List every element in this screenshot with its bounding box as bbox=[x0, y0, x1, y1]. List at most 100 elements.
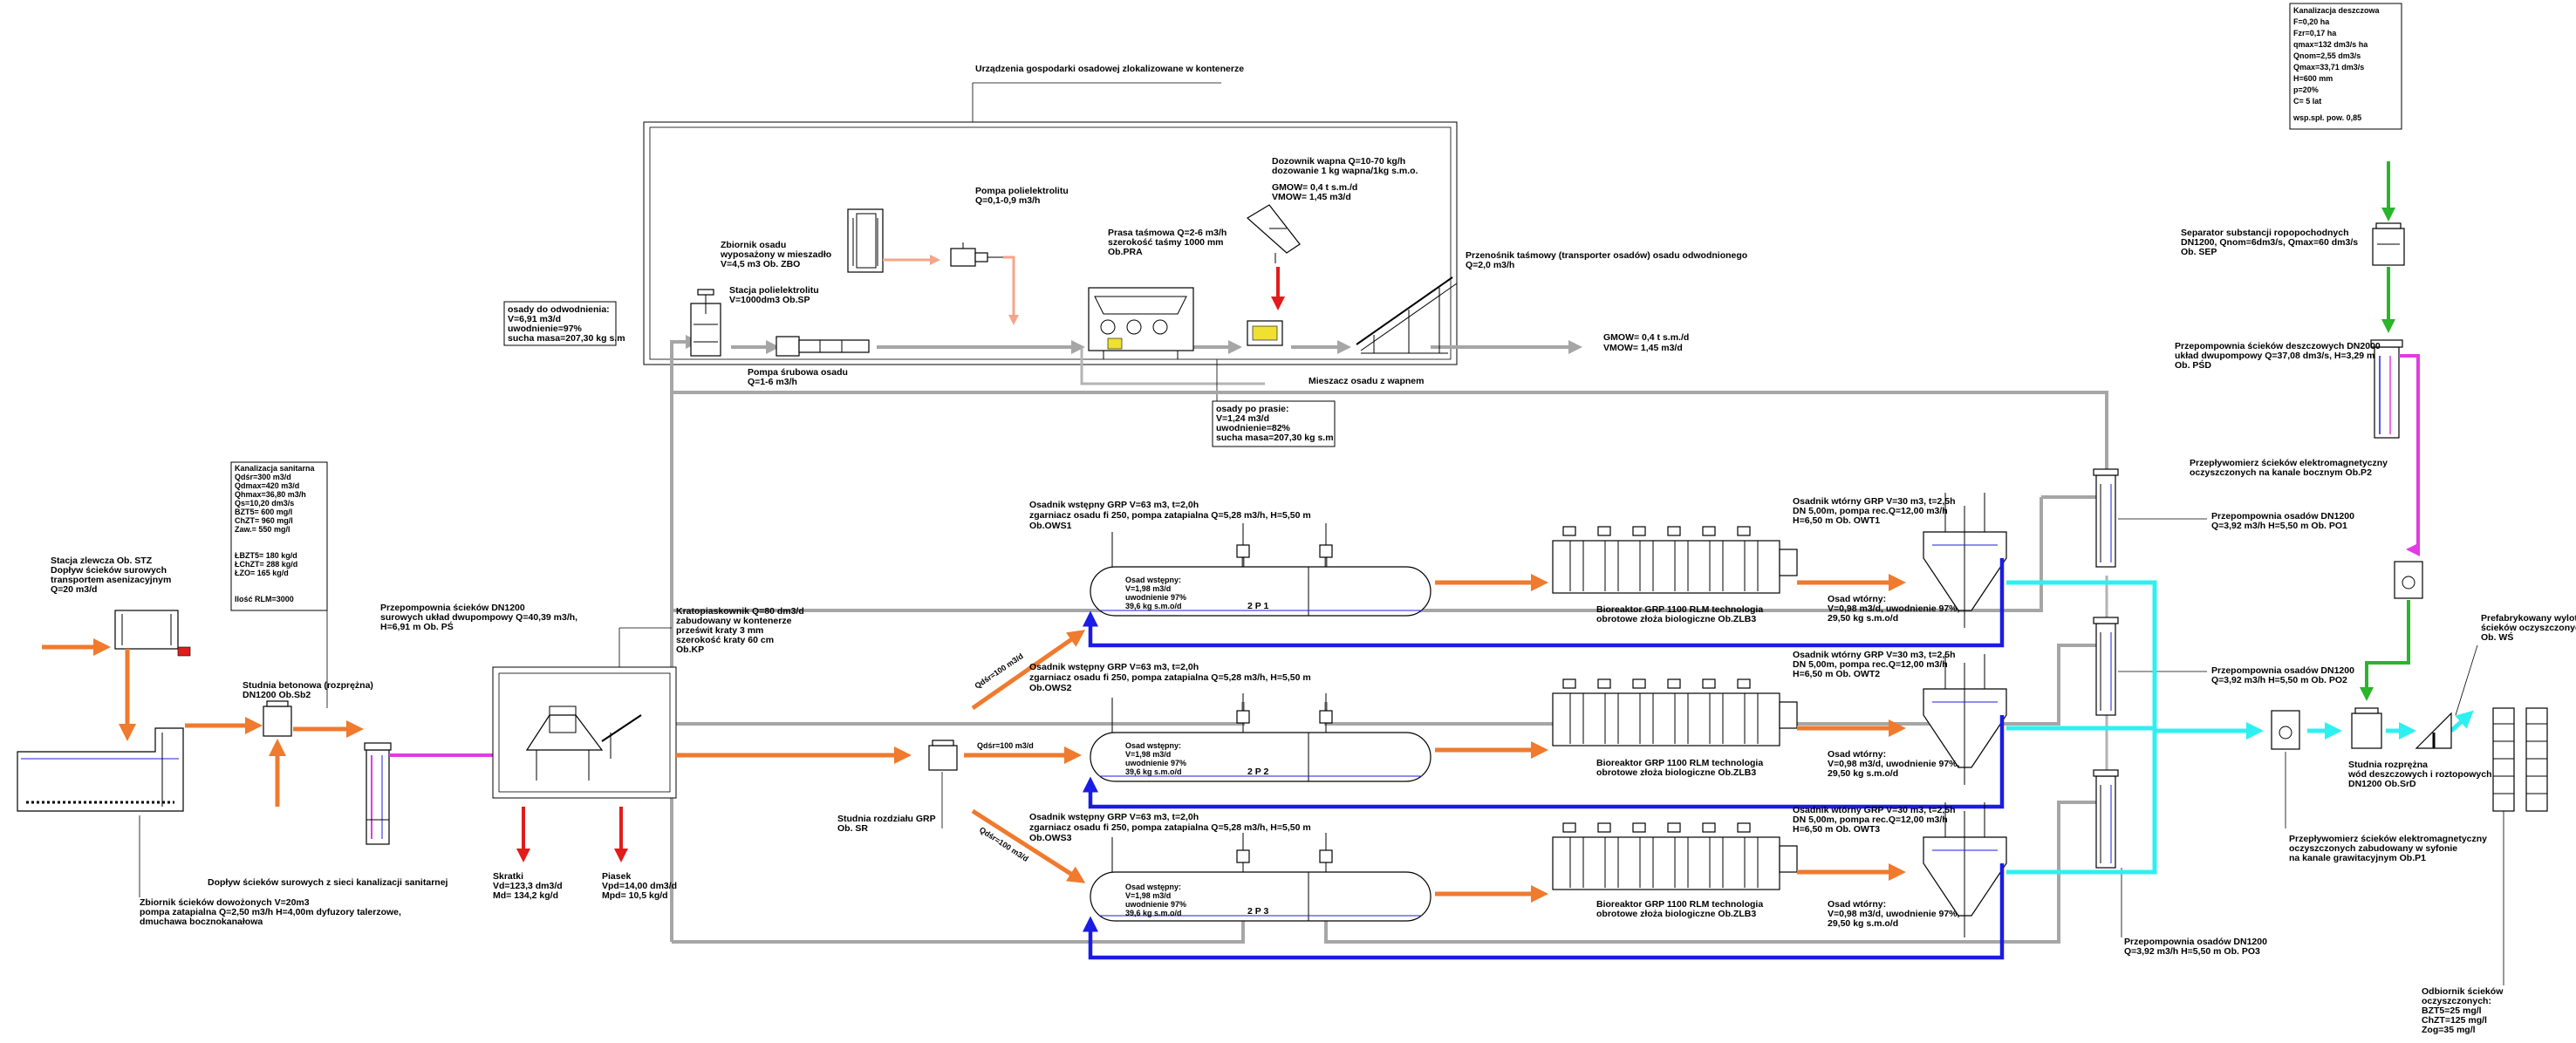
polyelectrolyte-station bbox=[847, 208, 884, 273]
svg-text:Pompa śrubowa osadu: Pompa śrubowa osadu bbox=[748, 367, 848, 378]
primary-sludge-3: Osad wstępny: V=1,98 m3/d uwodnienie 97%… bbox=[1125, 883, 1186, 917]
svg-text:Separator substancji ropopocho: Separator substancji ropopochodnych bbox=[2181, 228, 2349, 238]
return-2 bbox=[1083, 715, 2005, 809]
svg-text:Dopływ ścieków surowych: Dopływ ścieków surowych bbox=[51, 565, 167, 576]
svg-text:V=1,98 m3/d: V=1,98 m3/d bbox=[1125, 891, 1171, 900]
svg-text:Ob. WŚ: Ob. WŚ bbox=[2481, 631, 2513, 643]
screw-pump bbox=[776, 336, 870, 357]
svg-text:Qhmax=36,80 m3/h: Qhmax=36,80 m3/h bbox=[235, 490, 306, 499]
secondary-sludge-3: Osad wtórny: V=0,98 m3/d, uwodnienie 97%… bbox=[1828, 899, 1960, 929]
ps-label: Przepompownia ścieków DN1200 surowych uk… bbox=[380, 603, 577, 632]
svg-text:F=0,20 ha: F=0,20 ha bbox=[2293, 17, 2330, 26]
psd-out bbox=[2399, 354, 2420, 556]
ws-outlet bbox=[2415, 712, 2452, 749]
screw-pump-label: Pompa śrubowa osadu Q=1-6 m3/h bbox=[748, 367, 848, 387]
owt2-label: Osadnik wtórny GRP V=30 m3, t=2,5h DN 5,… bbox=[1793, 650, 1956, 679]
svg-text:Prefabrykowany wylot: Prefabrykowany wylot bbox=[2481, 613, 2576, 624]
svg-text:uwodnienie 97%: uwodnienie 97% bbox=[1125, 759, 1186, 767]
lime-doser bbox=[1246, 204, 1301, 263]
svg-text:Dozownik wapna Q=10-70 kg/h: Dozownik wapna Q=10-70 kg/h bbox=[1272, 156, 1405, 167]
svg-text:zgarniacz osadu fi 250, pompa: zgarniacz osadu fi 250, pompa zatapialna… bbox=[1029, 672, 1311, 683]
svg-text:VMOW= 1,45 m3/d: VMOW= 1,45 m3/d bbox=[1272, 192, 1351, 202]
svg-text:ChZT=125 mg/l: ChZT=125 mg/l bbox=[2422, 1015, 2487, 1026]
svg-text:Przenośnik taśmowy (transporte: Przenośnik taśmowy (transporter osadów) … bbox=[1466, 250, 1747, 261]
svg-text:Osad wtórny:: Osad wtórny: bbox=[1828, 594, 1886, 604]
svg-text:Osad wstępny:: Osad wstępny: bbox=[1125, 883, 1181, 891]
stz-station bbox=[114, 610, 191, 657]
svg-text:oczyszczonych:: oczyszczonych: bbox=[2422, 996, 2491, 1006]
kp-label: Kratopiaskownik Q=80 dm3/d zabudowany w … bbox=[676, 606, 804, 655]
svg-text:Osadnik wtórny GRP V=30 m3, t=: Osadnik wtórny GRP V=30 m3, t=2,5h bbox=[1793, 805, 1956, 815]
svg-text:Qnom=2,55 dm3/s: Qnom=2,55 dm3/s bbox=[2293, 51, 2361, 60]
svg-text:Q=0,1-0,9 m3/h: Q=0,1-0,9 m3/h bbox=[975, 195, 1040, 206]
po3-label: Przepompownia osadów DN1200 Q=3,92 m3/h … bbox=[2124, 937, 2267, 957]
sludge-input-box: osady do odwodnienia: V=6,91 m3/d uwodni… bbox=[503, 301, 625, 346]
svg-text:Osad wtórny:: Osad wtórny: bbox=[1828, 899, 1886, 910]
container-title: Urządzenia gospodarki osadowej zlokalizo… bbox=[975, 64, 1244, 74]
svg-text:sucha masa=207,30 kg s.m: sucha masa=207,30 kg s.m bbox=[508, 333, 625, 344]
bioreactor-1 bbox=[1552, 526, 1798, 594]
svg-text:dmuchawa bocznokanałowa: dmuchawa bocznokanałowa bbox=[140, 917, 263, 927]
bioreactor-2 bbox=[1552, 678, 1798, 746]
svg-text:Q=3,92 m3/h H=5,50 m Ob. PO2: Q=3,92 m3/h H=5,50 m Ob. PO2 bbox=[2211, 675, 2347, 685]
bioreactor-3-label: Bioreaktor GRP 1100 RLM technologia obro… bbox=[1596, 899, 1763, 919]
svg-text:Kanalizacja deszczowa: Kanalizacja deszczowa bbox=[2293, 6, 2381, 15]
svg-text:Studnia betonowa (rozprężna): Studnia betonowa (rozprężna) bbox=[243, 680, 373, 691]
svg-text:Vpd=14,00 dm3/d: Vpd=14,00 dm3/d bbox=[602, 881, 677, 891]
svg-text:wód deszczowych i roztopowych: wód deszczowych i roztopowych bbox=[2347, 769, 2492, 780]
svg-text:V=0,98 m3/d, uwodnienie 97%,: V=0,98 m3/d, uwodnienie 97%, bbox=[1828, 759, 1960, 769]
svg-text:V=0,98 m3/d, uwodnienie 97%,: V=0,98 m3/d, uwodnienie 97%, bbox=[1828, 603, 1960, 614]
po1-label: Przepompownia osadów DN1200 Q=3,92 m3/h … bbox=[2211, 511, 2354, 531]
svg-text:układ dwupompowy Q=37,08 dm3/s: układ dwupompowy Q=37,08 dm3/s, H=3,29 m bbox=[2175, 351, 2374, 361]
belt-press-label: Prasa taśmowa Q=2-6 m3/h szerokość taśmy… bbox=[1108, 228, 1227, 257]
svg-text:obrotowe złoża biologiczne Ob.: obrotowe złoża biologiczne Ob.ZLB3 bbox=[1596, 614, 1756, 624]
p1-flowmeter bbox=[2271, 710, 2300, 750]
svg-text:Osadnik wstępny GRP V=63 m3, t: Osadnik wstępny GRP V=63 m3, t=2,0h bbox=[1029, 662, 1199, 672]
primary-sludge-1: Osad wstępny: V=1,98 m3/d uwodnienie 97%… bbox=[1125, 576, 1186, 610]
svg-text:Zaw.= 550 mg/l: Zaw.= 550 mg/l bbox=[235, 525, 290, 534]
flow-1: Qdśr=100 m3/d bbox=[974, 651, 1025, 691]
svg-text:Odbiornik ścieków: Odbiornik ścieków bbox=[2422, 986, 2504, 997]
inflow-sanitary-label: Dopływ ścieków surowych z sieci kanaliza… bbox=[208, 877, 448, 888]
svg-text:C= 5 lat: C= 5 lat bbox=[2293, 97, 2321, 106]
svg-text:Md= 134,2 kg/d: Md= 134,2 kg/d bbox=[493, 890, 558, 901]
svg-text:V=0,98 m3/d, uwodnienie 97%,: V=0,98 m3/d, uwodnienie 97%, bbox=[1828, 909, 1960, 919]
svg-text:qmax=132 dm3/s ha: qmax=132 dm3/s ha bbox=[2293, 40, 2368, 49]
svg-text:osady po prasie:: osady po prasie: bbox=[1216, 404, 1288, 414]
svg-text:Ob. PŚD: Ob. PŚD bbox=[2175, 359, 2211, 371]
svg-text:Ob.OWS2: Ob.OWS2 bbox=[1029, 683, 1072, 693]
svg-text:obrotowe złoża biologiczne Ob.: obrotowe złoża biologiczne Ob.ZLB3 bbox=[1596, 909, 1756, 919]
secondary-sludge-1: Osad wtórny: V=0,98 m3/d, uwodnienie 97%… bbox=[1828, 594, 1960, 624]
svg-text:ŁChZT= 288 kg/d: ŁChZT= 288 kg/d bbox=[235, 560, 297, 569]
svg-text:H=6,50 m Ob. OWT2: H=6,50 m Ob. OWT2 bbox=[1793, 669, 1880, 679]
sludge-return-frame bbox=[670, 391, 2108, 944]
sep-label: Separator substancji ropopochodnych DN12… bbox=[2181, 228, 2358, 257]
storm-sewer-box: Kanalizacja deszczowa F=0,20 ha Fzr=0,17… bbox=[2289, 3, 2402, 130]
zbo-label: Zbiornik osadu wyposażony w mieszadło V=… bbox=[720, 240, 831, 269]
belt-conveyor bbox=[1356, 276, 1458, 354]
screenings-label: Skratki Vd=123,3 dm3/d Md= 134,2 kg/d bbox=[493, 871, 563, 901]
receiver-label: Odbiornik ścieków oczyszczonych: BZT5=25… bbox=[2422, 986, 2504, 1035]
svg-text:zgarniacz osadu fi 250, pompa: zgarniacz osadu fi 250, pompa zatapialna… bbox=[1029, 510, 1311, 521]
lime-doser-label: Dozownik wapna Q=10-70 kg/h dozowanie 1 … bbox=[1272, 156, 1418, 202]
svg-text:Vd=123,3 dm3/d: Vd=123,3 dm3/d bbox=[493, 881, 563, 891]
gmow-output-label: GMOW= 0,4 t s.m./d VMOW= 1,45 m3/d bbox=[1603, 332, 1689, 353]
svg-text:Studnia rozprężna: Studnia rozprężna bbox=[2348, 760, 2428, 770]
p2-flowmeter bbox=[2394, 561, 2423, 599]
svg-text:zabudowany w kontenerze: zabudowany w kontenerze bbox=[676, 616, 792, 626]
svg-text:Fzr=0,17 ha: Fzr=0,17 ha bbox=[2293, 29, 2337, 37]
split-1 bbox=[971, 630, 1086, 711]
svg-text:Studnia rozdziału GRP: Studnia rozdziału GRP bbox=[837, 814, 936, 824]
svg-text:V=1,24 m3/d: V=1,24 m3/d bbox=[1216, 413, 1269, 424]
svg-text:uwodnienie 97%: uwodnienie 97% bbox=[1125, 900, 1186, 909]
svg-text:29,50 kg s.m.o/d: 29,50 kg s.m.o/d bbox=[1828, 768, 1898, 779]
polyelectrolyte-pump bbox=[950, 242, 1003, 267]
svg-text:Osadnik wstępny GRP V=63 m3, t: Osadnik wstępny GRP V=63 m3, t=2,0h bbox=[1029, 812, 1199, 822]
flow-2: Qdśr=100 m3/d bbox=[977, 741, 1034, 750]
svg-text:uwodnienie 97%: uwodnienie 97% bbox=[1125, 593, 1186, 602]
svg-text:Qdmax=420 m3/d: Qdmax=420 m3/d bbox=[235, 481, 299, 490]
sb2-label: Studnia betonowa (rozprężna) DN1200 Ob.S… bbox=[243, 680, 373, 700]
zbo-tank bbox=[690, 289, 721, 357]
svg-text:p=20%: p=20% bbox=[2293, 85, 2319, 94]
ps-pump-station bbox=[364, 742, 392, 845]
